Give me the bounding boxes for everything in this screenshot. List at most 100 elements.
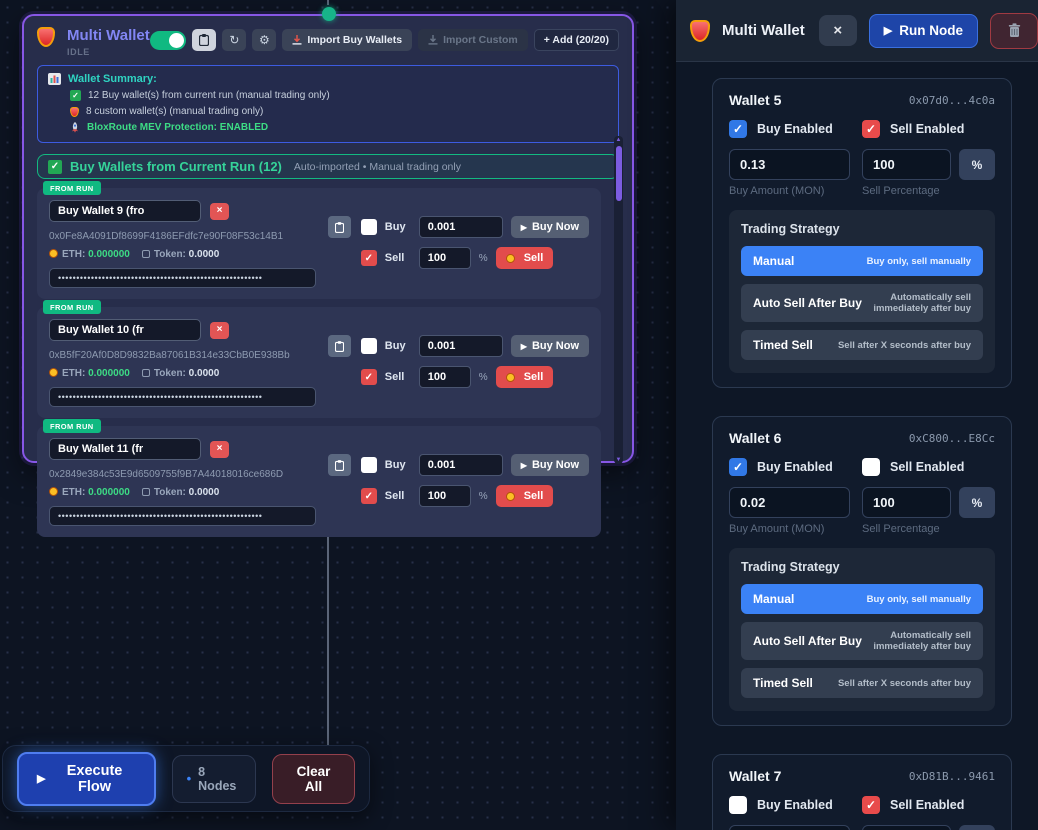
sell-percent-input[interactable] bbox=[418, 247, 471, 269]
copy-address-button[interactable] bbox=[327, 216, 351, 238]
wallet-list-scrollbar[interactable]: ▲ ▼ bbox=[614, 136, 623, 464]
scrollbar-thumb[interactable] bbox=[615, 146, 622, 201]
from-run-badge: FROM RUN bbox=[43, 181, 101, 195]
remove-wallet-button[interactable]: × bbox=[210, 440, 229, 458]
clear-all-button[interactable]: Clear All bbox=[271, 753, 355, 804]
buy-enabled-label: Buy Enabled bbox=[757, 460, 833, 474]
enable-toggle[interactable] bbox=[150, 30, 187, 50]
sell-enabled-label: Sell Enabled bbox=[890, 460, 965, 474]
wallet-address: 0x2849e384c53E9d6509755f9B7A44018016ce68… bbox=[49, 469, 284, 480]
buy-checkbox[interactable] bbox=[360, 338, 377, 354]
buy-wallet-row: FROM RUN × 0x2849e384c53E9d6509755f9B7A4… bbox=[37, 419, 601, 537]
multi-wallet-node[interactable]: Multi Wallet IDLE ↻ ⚙ Import Buy Wallets… bbox=[22, 7, 634, 537]
buy-checkbox[interactable] bbox=[360, 219, 377, 235]
percent-button[interactable]: % bbox=[959, 825, 995, 830]
remove-wallet-button[interactable]: × bbox=[210, 321, 229, 339]
sell-button[interactable]: Sell bbox=[495, 485, 554, 507]
buy-checkbox[interactable] bbox=[360, 457, 377, 473]
buy-enabled-checkbox[interactable]: ✓ bbox=[729, 120, 747, 138]
buy-amount-input[interactable] bbox=[729, 149, 850, 180]
clipboard-button[interactable] bbox=[192, 29, 217, 51]
private-key-input[interactable] bbox=[49, 387, 316, 407]
run-node-button[interactable]: ▶Run Node bbox=[868, 13, 978, 48]
sell-enabled-checkbox[interactable]: ✓ bbox=[862, 120, 880, 138]
gear-icon: ⚙ bbox=[258, 33, 270, 47]
wallet-name-input[interactable] bbox=[49, 438, 201, 460]
sell-percent-input[interactable] bbox=[862, 825, 951, 830]
sell-button[interactable]: Sell bbox=[495, 247, 554, 269]
current-run-section-header[interactable]: ✓ Buy Wallets from Current Run (12) Auto… bbox=[37, 154, 619, 179]
current-run-title: Buy Wallets from Current Run (12) bbox=[70, 159, 282, 174]
sell-percentage-label: Sell Percentage bbox=[862, 185, 940, 197]
buy-amount-input[interactable] bbox=[729, 487, 850, 518]
wallet-name: Wallet 6 bbox=[729, 430, 782, 446]
token-balance: Token: 0.0000 bbox=[141, 368, 219, 379]
buy-amount-input[interactable] bbox=[418, 335, 503, 357]
token-icon bbox=[141, 369, 150, 377]
add-wallet-label: + Add (20/20) bbox=[543, 34, 609, 46]
sell-button[interactable]: Sell bbox=[495, 366, 554, 388]
copy-address-button[interactable] bbox=[327, 454, 351, 476]
sell-enabled-checkbox[interactable] bbox=[862, 458, 880, 476]
execute-flow-button[interactable]: ▶Execute Flow bbox=[17, 751, 156, 806]
import-custom-button[interactable]: Import Custom bbox=[418, 29, 528, 51]
buy-enabled-checkbox[interactable]: ✓ bbox=[729, 458, 747, 476]
coin-icon bbox=[49, 368, 58, 377]
sell-percent-input[interactable] bbox=[418, 366, 471, 388]
clipboard-icon bbox=[334, 459, 344, 471]
private-key-input[interactable] bbox=[49, 268, 316, 288]
node-status: IDLE bbox=[67, 47, 90, 57]
wallet-address-short: 0x07d0...4c0a bbox=[908, 93, 995, 107]
percent-sign: % bbox=[478, 490, 488, 502]
eth-balance: ETH: 0.000000 bbox=[49, 249, 130, 260]
sell-checkbox[interactable]: ✓ bbox=[360, 488, 377, 504]
percent-button[interactable]: % bbox=[959, 149, 995, 180]
play-icon: ▶ bbox=[520, 222, 527, 232]
sell-percent-input[interactable] bbox=[862, 149, 951, 180]
buy-amount-input[interactable] bbox=[418, 454, 503, 476]
eth-balance: ETH: 0.000000 bbox=[49, 487, 130, 498]
wallet-name-input[interactable] bbox=[49, 200, 201, 222]
trading-strategy-title: Trading Strategy bbox=[741, 222, 840, 236]
sell-percent-input[interactable] bbox=[862, 487, 951, 518]
eth-balance: ETH: 0.000000 bbox=[49, 368, 130, 379]
add-wallet-button[interactable]: + Add (20/20) bbox=[533, 29, 619, 51]
buy-enabled-checkbox[interactable] bbox=[729, 796, 747, 814]
input-port[interactable] bbox=[322, 7, 336, 21]
buy-now-button[interactable]: ▶Buy Now bbox=[510, 454, 589, 476]
wallet-config-card: Wallet 5 0x07d0...4c0a ✓Buy Enabled ✓Sel… bbox=[712, 78, 1012, 388]
sell-checkbox[interactable]: ✓ bbox=[360, 250, 377, 266]
delete-node-button[interactable] bbox=[990, 12, 1038, 49]
buy-amount-input[interactable] bbox=[418, 216, 503, 238]
remove-wallet-button[interactable]: × bbox=[210, 202, 229, 220]
sell-checkbox[interactable]: ✓ bbox=[360, 369, 377, 385]
private-key-input[interactable] bbox=[49, 506, 316, 526]
shield-icon bbox=[690, 19, 710, 42]
settings-button[interactable]: ⚙ bbox=[252, 29, 277, 51]
scroll-up-icon[interactable]: ▲ bbox=[615, 137, 622, 143]
copy-address-button[interactable] bbox=[327, 335, 351, 357]
sell-enabled-checkbox[interactable]: ✓ bbox=[862, 796, 880, 814]
sell-percent-input[interactable] bbox=[418, 485, 471, 507]
import-buy-wallets-label: Import Buy Wallets bbox=[307, 34, 403, 46]
buy-now-button[interactable]: ▶Buy Now bbox=[510, 216, 589, 238]
buy-amount-input[interactable] bbox=[729, 825, 850, 830]
download-icon bbox=[292, 35, 302, 45]
wallet-name-input[interactable] bbox=[49, 319, 201, 341]
buy-now-button[interactable]: ▶Buy Now bbox=[510, 335, 589, 357]
close-panel-button[interactable]: × bbox=[818, 15, 857, 46]
import-buy-wallets-button[interactable]: Import Buy Wallets bbox=[282, 29, 413, 51]
refresh-button[interactable]: ↻ bbox=[222, 29, 247, 51]
scroll-down-icon[interactable]: ▼ bbox=[615, 457, 622, 463]
coin-icon bbox=[505, 491, 515, 501]
percent-button[interactable]: % bbox=[959, 487, 995, 518]
token-balance: Token: 0.0000 bbox=[141, 249, 219, 260]
